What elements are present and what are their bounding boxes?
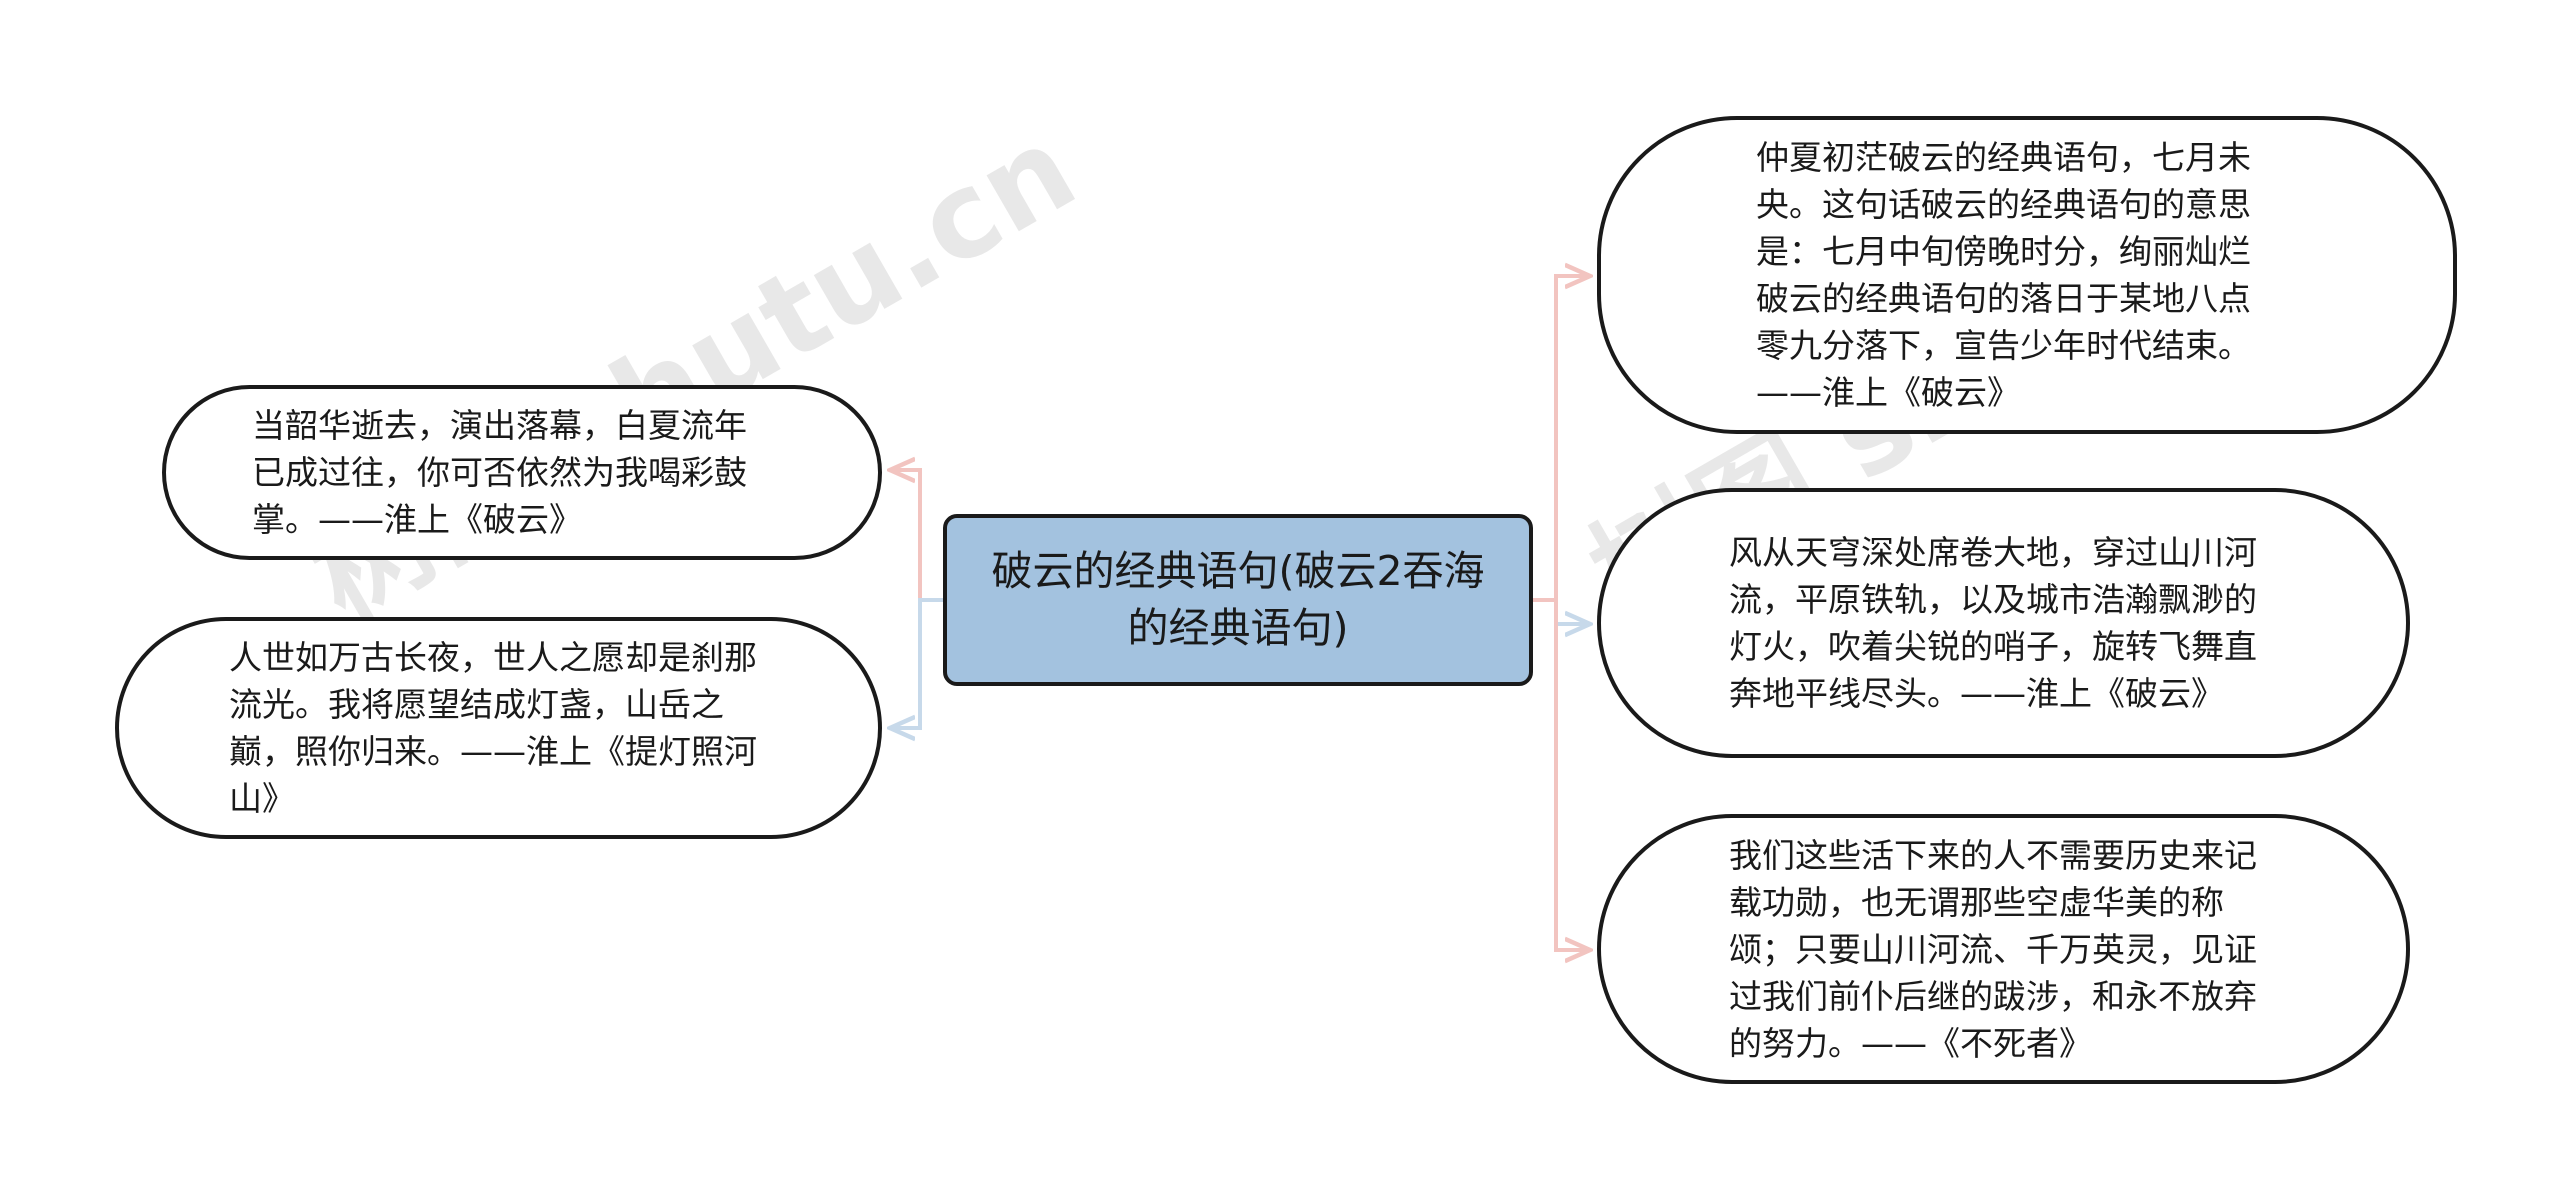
connector-left-2 <box>890 598 943 728</box>
connector-right-1 <box>1533 276 1590 602</box>
branch-node-left-2[interactable]: 人世如万古长夜，世人之愿却是刹那流光。我将愿望结成灯盏，山岳之巅，照你归来。——… <box>115 617 882 839</box>
root-topic-label: 破云的经典语句(破云2吞海的经典语句) <box>991 547 1485 652</box>
branch-node-left-1[interactable]: 当韶华逝去，演出落幕，白夏流年已成过往，你可否依然为我喝彩鼓掌。——淮上《破云》 <box>162 385 882 560</box>
connector-right-2 <box>1533 598 1590 624</box>
root-topic-node[interactable]: 破云的经典语句(破云2吞海的经典语句) <box>943 514 1533 686</box>
branch-node-right-3[interactable]: 我们这些活下来的人不需要历史来记载功勋，也无谓那些空虚华美的称颂；只要山川河流、… <box>1597 814 2410 1084</box>
branch-text: 当韶华逝去，演出落幕，白夏流年已成过往，你可否依然为我喝彩鼓掌。——淮上《破云》 <box>252 406 747 539</box>
branch-node-right-1[interactable]: 仲夏初茫破云的经典语句，七月未央。这句话破云的经典语句的意思是：七月中旬傍晚时分… <box>1597 116 2457 434</box>
branch-text: 风从天穹深处席卷大地，穿过山川河流，平原铁轨，以及城市浩瀚飘渺的灯火，吹着尖锐的… <box>1729 533 2257 713</box>
connector-right-3 <box>1533 598 1590 950</box>
branch-text: 人世如万古长夜，世人之愿却是刹那流光。我将愿望结成灯盏，山岳之巅，照你归来。——… <box>229 638 757 818</box>
branch-node-right-2[interactable]: 风从天穹深处席卷大地，穿过山川河流，平原铁轨，以及城市浩瀚飘渺的灯火，吹着尖锐的… <box>1597 488 2410 758</box>
branch-text: 仲夏初茫破云的经典语句，七月未央。这句话破云的经典语句的意思是：七月中旬傍晚时分… <box>1756 138 2251 412</box>
branch-text: 我们这些活下来的人不需要历史来记载功勋，也无谓那些空虚华美的称颂；只要山川河流、… <box>1729 835 2257 1063</box>
connector-left-1 <box>890 470 943 602</box>
